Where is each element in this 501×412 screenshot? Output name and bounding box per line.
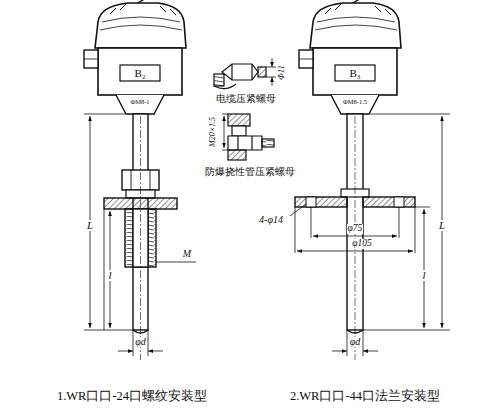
- dimension: M: [183, 249, 191, 259]
- dimension-lines: [266, 58, 276, 86]
- part-name: 电缆压紧螺母: [216, 95, 276, 105]
- dimension: φ105: [351, 239, 373, 249]
- thread-size: ΦM8-1: [130, 99, 149, 106]
- thread-size: ΦM8-1.5: [343, 99, 367, 106]
- dimension: M20×1.5: [209, 117, 217, 147]
- dimension-lines: [222, 114, 228, 150]
- dimension: φd: [349, 337, 362, 347]
- dimension: l: [421, 270, 426, 281]
- dimension: l: [107, 270, 112, 281]
- dimension: L: [438, 220, 446, 231]
- flex-conduit-nut: [228, 114, 274, 160]
- dimension: 4-φ14: [259, 215, 283, 225]
- caption: 1.WR口口-24口螺纹安装型: [57, 390, 207, 403]
- dimension: Φ11: [278, 64, 287, 79]
- dimension: φd: [134, 337, 147, 347]
- part-name: 防爆挠性管压紧螺母: [205, 168, 295, 178]
- caption: 2.WR口口-44口法兰安装型: [290, 390, 440, 403]
- cable-gland-nut: [214, 64, 266, 89]
- head-mark: B₂: [134, 68, 145, 79]
- flange: [295, 197, 347, 207]
- dimension: L: [86, 220, 94, 231]
- head-mark: B₃: [349, 68, 360, 79]
- dimension-lines: [290, 114, 450, 360]
- dimension-lines: [84, 114, 196, 360]
- dimension: φ75: [347, 224, 364, 234]
